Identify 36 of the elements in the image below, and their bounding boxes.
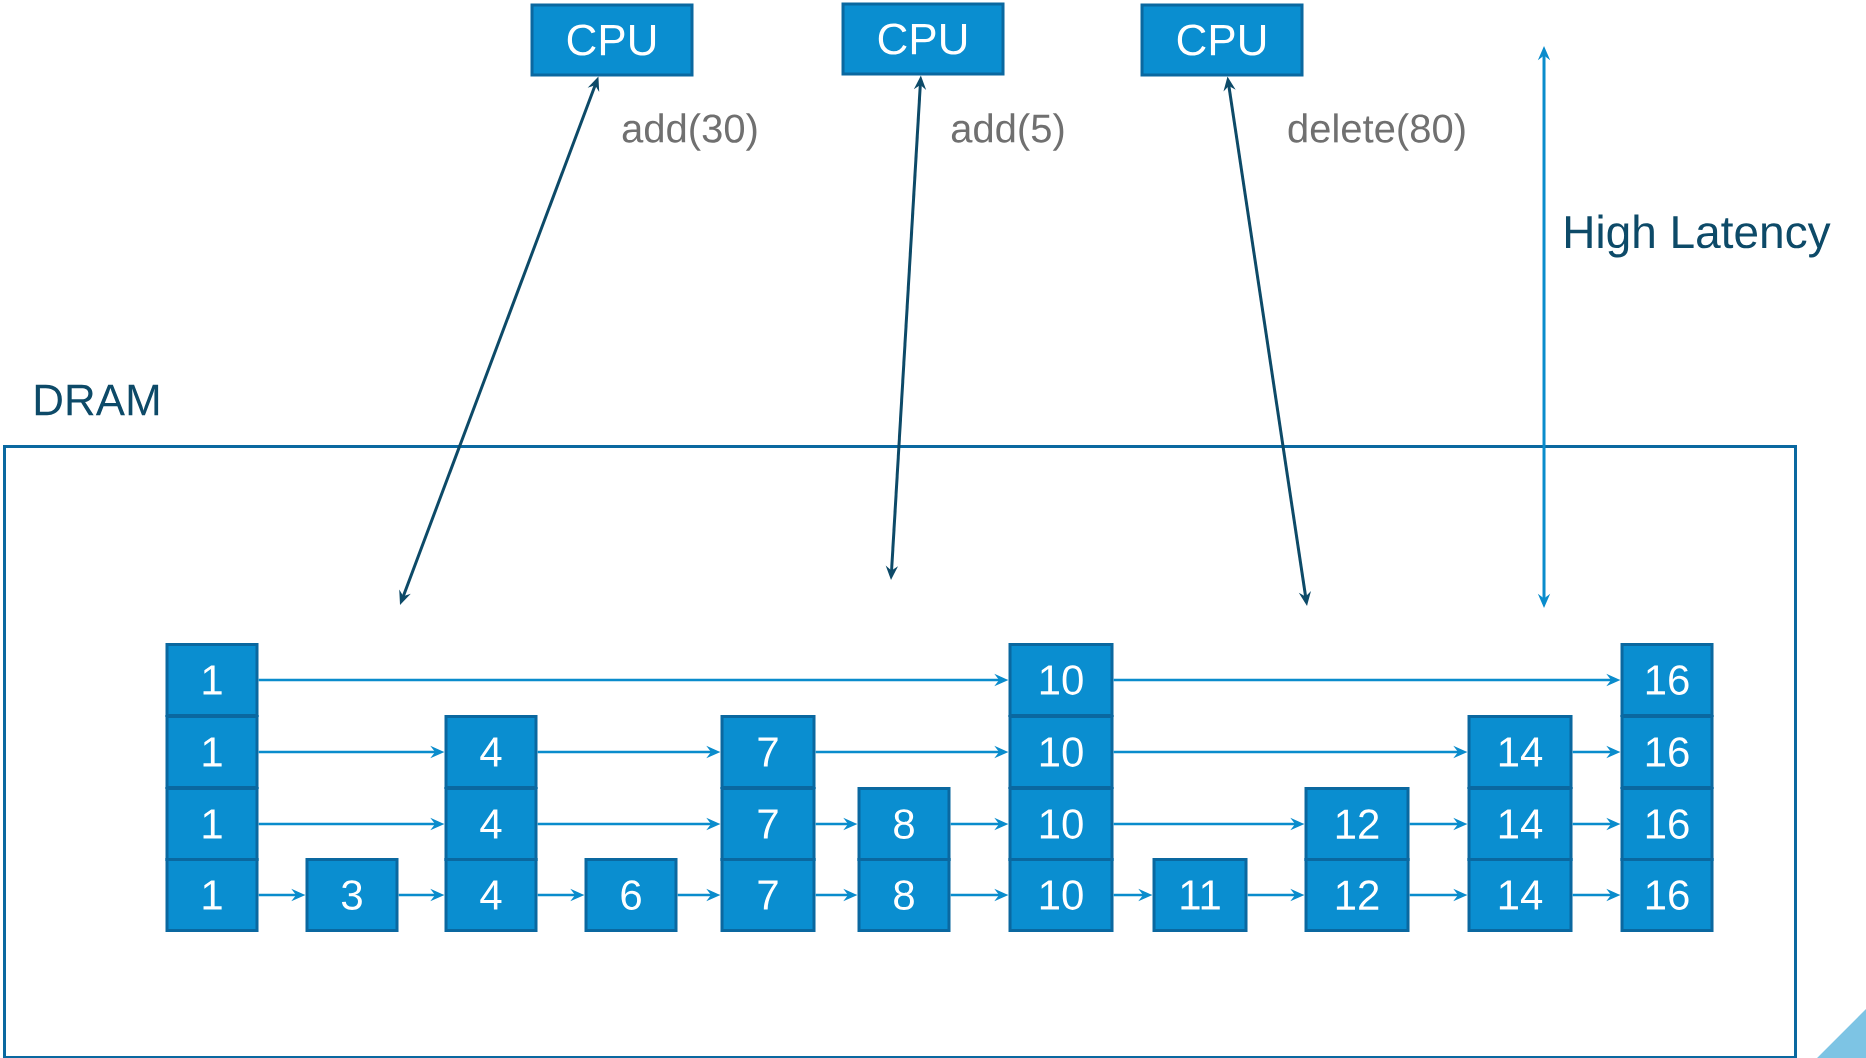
list-cell: 10 [1008,787,1114,861]
list-cell: 6 [584,858,678,932]
list-cell: 4 [444,787,538,861]
cpu-box: CPU [530,3,694,77]
list-cell: 10 [1008,858,1114,932]
cpu-box: CPU [841,2,1005,76]
list-cell: 16 [1620,643,1714,717]
list-cell: 4 [444,858,538,932]
node-label: DRAM [35,384,159,416]
list-cell: 7 [720,858,816,932]
cpu-box: CPU [1140,3,1304,77]
list-cell: 4 [444,715,538,789]
edge-label: delete(80) [1284,111,1470,153]
list-cell: 14 [1467,858,1573,932]
list-cell: 1 [165,715,259,789]
list-cell: 14 [1467,715,1573,789]
list-cell: 7 [720,787,816,861]
list-cell: 8 [857,787,951,861]
list-cell: 12 [1304,858,1410,932]
list-cell: 11 [1152,858,1248,932]
list-cell: 1 [165,643,259,717]
list-cell: 16 [1620,787,1714,861]
list-cell: 14 [1467,787,1573,861]
list-cell: 16 [1620,858,1714,932]
latency-label: High Latency [1566,214,1831,258]
edge-label: add(5) [948,111,1068,153]
list-cell: 1 [165,787,259,861]
list-cell: 10 [1008,715,1114,789]
list-cell: 1 [165,858,259,932]
list-cell: 8 [857,858,951,932]
list-cell: 12 [1304,787,1410,861]
list-cell: 3 [305,858,399,932]
list-cell: 7 [720,715,816,789]
edge-label: add(30) [619,111,761,153]
list-cell: 16 [1620,715,1714,789]
list-cell: 10 [1008,643,1114,717]
